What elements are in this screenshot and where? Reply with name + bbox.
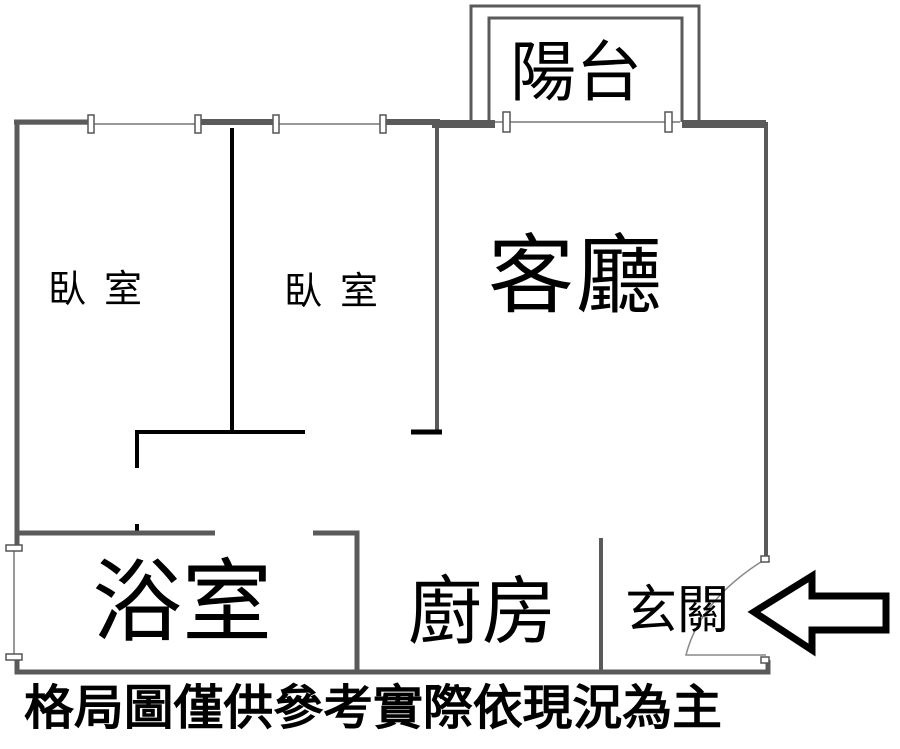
balcony-outline: [469, 4, 701, 122]
interior-walls: [17, 126, 603, 670]
bathroom-window: [5, 544, 23, 661]
room-label-entrance: 玄關: [625, 581, 729, 641]
outer-walls: [14, 119, 771, 675]
room-label-bathroom: 浴室: [92, 550, 272, 655]
room-label-balcony: 陽台: [510, 34, 642, 111]
room-label-bedroom-1: 臥室: [48, 267, 160, 311]
room-label-bedroom-2: 臥室: [284, 269, 396, 313]
arrow-left-outline-icon: [747, 569, 890, 657]
top-windows: [17, 111, 680, 134]
room-label-living-room: 客廳: [488, 226, 664, 326]
disclaimer-text: 格局圖僅供參考實際依現況為主: [24, 680, 722, 736]
entrance-door: [685, 555, 770, 664]
room-label-kitchen: 廚房: [408, 569, 556, 655]
